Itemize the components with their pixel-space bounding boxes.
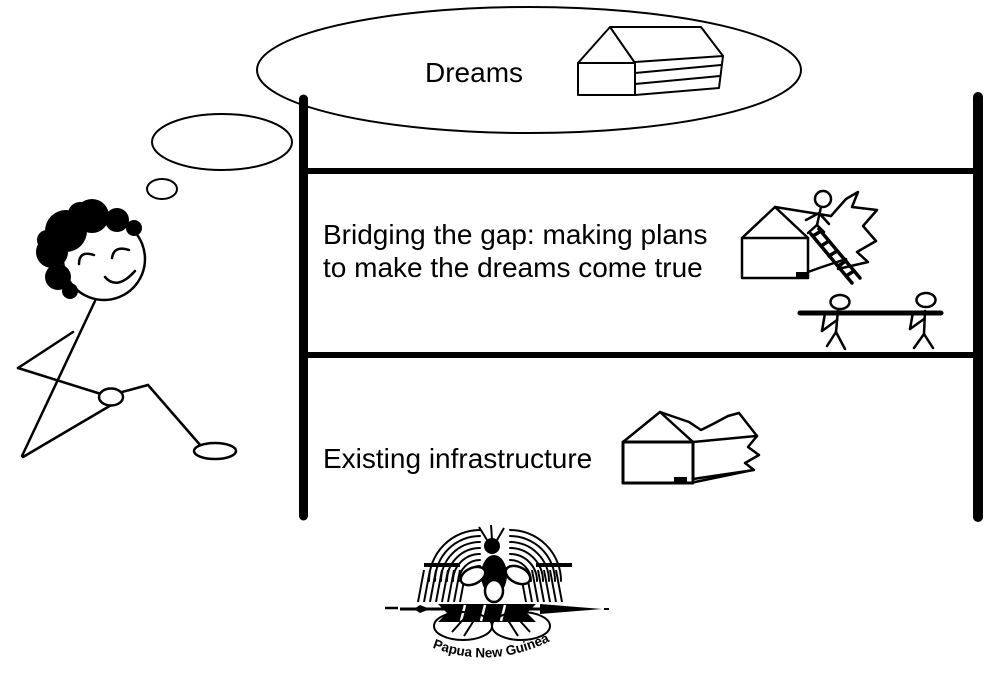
emblem-bird-body: [459, 524, 532, 604]
person-hair: [36, 199, 142, 299]
dream-bubble-ellipse: [256, 6, 802, 134]
thought-bubble-small: [146, 178, 178, 200]
person-body: [16, 299, 238, 461]
dream-house-icon: [577, 26, 724, 96]
existing-label: Existing infrastructure: [323, 443, 592, 474]
emblem-caption: Papua New Guinea: [431, 630, 551, 660]
bridging-label-line2: to make the dreams come true: [323, 252, 703, 283]
existing-section: Existing infrastructure: [323, 410, 761, 485]
person-hand: [97, 387, 125, 407]
person-foot: [192, 441, 238, 461]
ladder-icon: [809, 227, 862, 285]
bridging-section: Bridging the gap: making plans to make t…: [323, 189, 944, 351]
person-smile: [103, 269, 137, 284]
dream-bubble: Dreams: [256, 6, 802, 134]
bridging-label-line1: Bridging the gap: making plans: [323, 219, 707, 250]
construction-house-icon: [740, 190, 879, 280]
thinking-person-icon: [16, 113, 293, 461]
person-face: [77, 247, 137, 284]
frame: [299, 92, 983, 522]
person-left-eye: [77, 252, 96, 266]
plank-carriers-icon: [797, 291, 944, 351]
thought-bubble-medium: [151, 113, 293, 171]
bird-of-paradise-emblem: Papua New Guinea: [385, 524, 609, 661]
existing-house-icon: [621, 410, 761, 485]
worker-on-roof-icon: [804, 189, 833, 235]
dreams-label: Dreams: [425, 57, 523, 88]
emblem-drum: [433, 604, 551, 641]
person-right-eye: [110, 247, 131, 260]
